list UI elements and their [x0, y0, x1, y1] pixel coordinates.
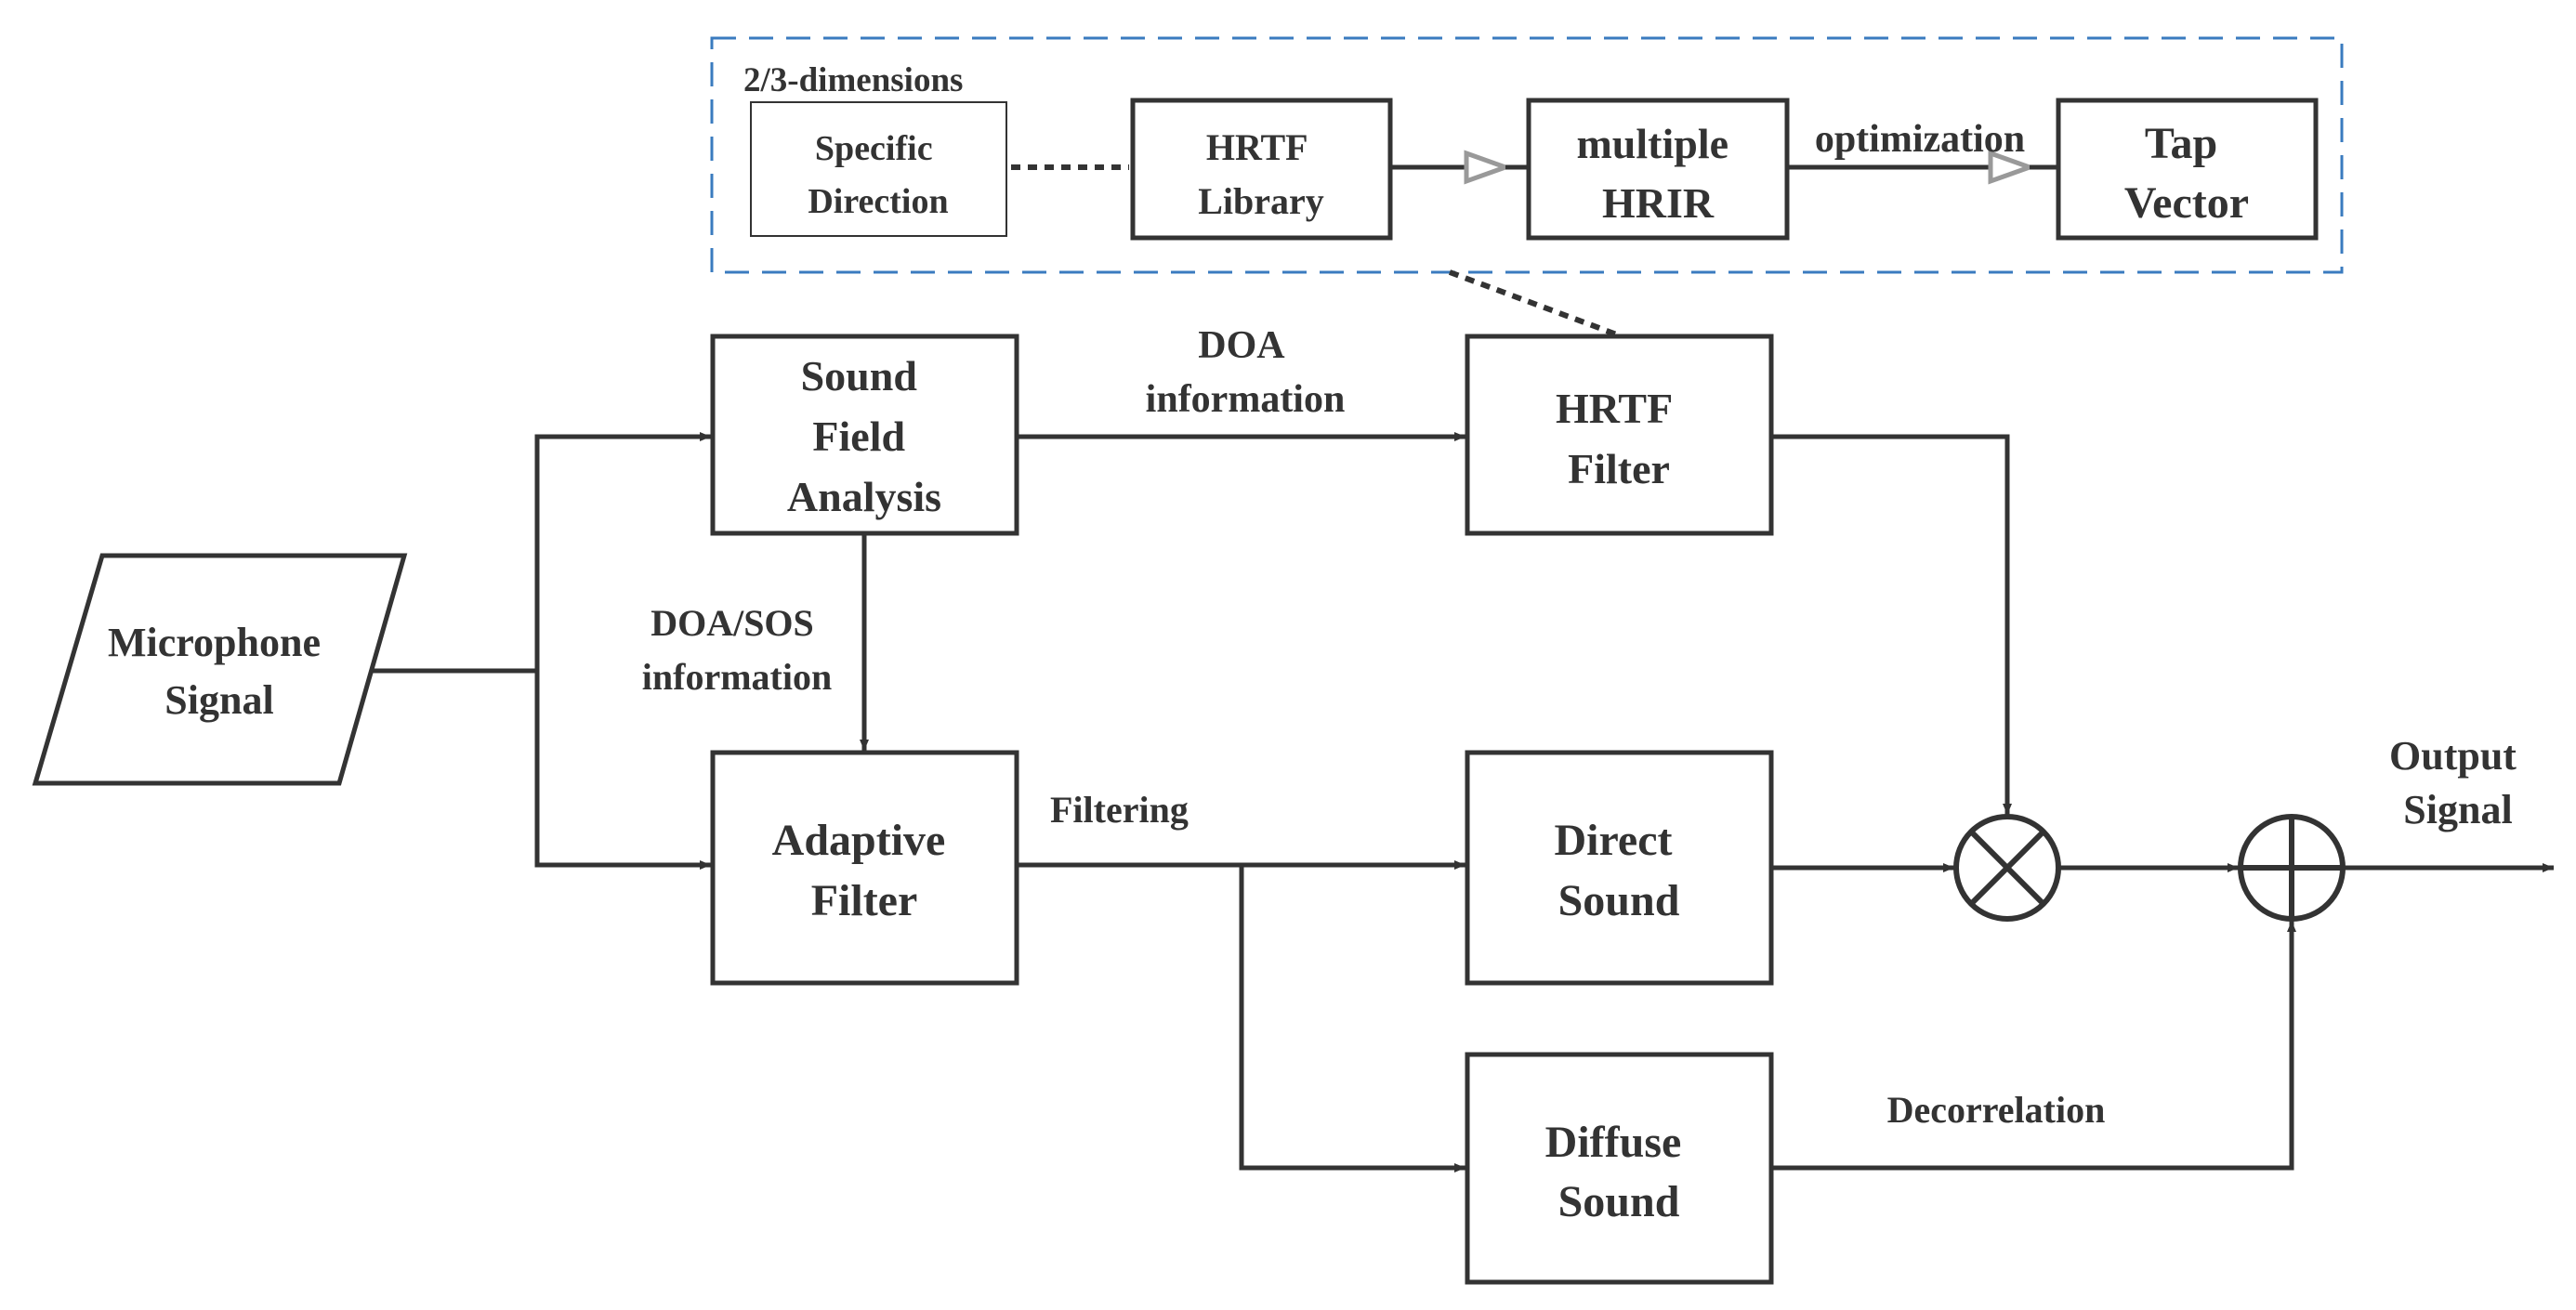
- tap-vector-label-1: Tap: [2145, 119, 2217, 168]
- diffuse-sound-label-1: Diffuse: [1545, 1118, 1682, 1167]
- adaptive-filter-label-1: Adaptive: [772, 816, 946, 865]
- dimensions-group-frame: [710, 36, 2344, 274]
- hrtf-library-label-2: Library: [1198, 180, 1324, 222]
- decorrelation-label: Decorrelation: [1887, 1089, 2106, 1131]
- optimization-label: optimization: [1815, 118, 2025, 161]
- multiple-hrir-label-1: multiple: [1576, 120, 1728, 167]
- svg-text:DOA information: DOA information: [1146, 324, 1346, 421]
- direct-sound-block: Direct Sound: [1465, 750, 1774, 986]
- hrtf-library-block: HRTF Library: [1130, 98, 1393, 241]
- adder-node: [2238, 814, 2346, 922]
- output-signal-label-1: Output: [2389, 733, 2517, 779]
- svg-text:Adaptive Filter: Adaptive Filter: [772, 816, 957, 925]
- tap-vector-label-2: Vector: [2124, 178, 2249, 228]
- svg-text:Sound Field Analys: Sound Field Analysis: [787, 352, 941, 520]
- specific-direction-label-1: Specific: [815, 129, 933, 168]
- svg-text:Tap Vector: Tap Vector: [2124, 119, 2249, 228]
- doa-info-label-2: information: [1146, 378, 1346, 421]
- specific-direction-block: Specific Direction: [750, 101, 1007, 237]
- svg-text:Microphone Signal: Microphone Signal: [108, 620, 331, 723]
- direct-sound-label-2: Sound: [1558, 876, 1680, 925]
- hrtf-filter-to-multiplier-arrow: [1771, 434, 2012, 815]
- diffuse-sound-label-2: Sound: [1558, 1177, 1680, 1226]
- svg-text:Diffuse Sound: Diffuse Sound: [1545, 1118, 1693, 1226]
- adaptive-filter-label-2: Filter: [811, 876, 918, 925]
- direct-sound-label-1: Direct: [1554, 816, 1672, 865]
- svg-text:DOA/SOS information: DOA/SOS information: [642, 602, 832, 698]
- split-to-diffuse-arrow: [1239, 865, 1465, 1172]
- microphone-signal-label-2: Signal: [164, 677, 273, 723]
- svg-text:multiple HRIR: multiple HRIR: [1576, 120, 1739, 227]
- sound-field-analysis-label-3: Analysis: [787, 473, 941, 520]
- split-to-adaptive-arrow: [534, 671, 711, 870]
- microphone-signal-label-1: Microphone: [108, 620, 321, 665]
- split-to-analysis-arrow: [534, 432, 711, 671]
- multiple-hrir-block: multiple HRIR: [1526, 98, 1790, 241]
- microphone-signal-block: Microphone Signal: [32, 553, 408, 786]
- hrtf-filter-label-2: Filter: [1568, 445, 1670, 492]
- doa-sos-info-label-1: DOA/SOS: [651, 602, 814, 644]
- hrtf-library-label-1: HRTF: [1206, 126, 1307, 168]
- doa-sos-info-label-2: information: [642, 656, 832, 698]
- output-signal-label-2: Signal: [2403, 787, 2512, 832]
- hrtf-filter-block: HRTF Filter: [1465, 334, 1774, 536]
- library-to-hrir-hollow-arrow: [1464, 150, 1513, 185]
- tap-vector-block: Tap Vector: [2056, 98, 2319, 241]
- multiplier-node: [1953, 814, 2061, 922]
- hrtf-filter-label-1: HRTF: [1556, 385, 1671, 432]
- sound-field-analysis-label-1: Sound: [801, 352, 918, 400]
- diffuse-sound-block: Diffuse Sound: [1465, 1052, 1774, 1285]
- dimensions-group-label: 2/3-dimensions: [743, 61, 963, 99]
- svg-text:Direct Sound: Direct Sound: [1554, 816, 1683, 925]
- hrir-to-tap-hollow-arrow: [1988, 150, 2037, 185]
- svg-text:Specific Direction: Specific Direction: [808, 129, 948, 221]
- svg-text:HRTF Library: HRTF Library: [1198, 126, 1324, 222]
- svg-text:Output Signal: Output Signal: [2389, 733, 2527, 832]
- svg-text:HRTF Filter: HRTF Filter: [1556, 385, 1682, 492]
- filtering-label: Filtering: [1050, 789, 1189, 831]
- doa-info-label-1: DOA: [1198, 324, 1285, 367]
- sound-field-analysis-label-2: Field: [812, 413, 905, 460]
- adaptive-filter-block: Adaptive Filter: [710, 750, 1019, 986]
- multiple-hrir-label-2: HRIR: [1602, 179, 1715, 227]
- sound-field-analysis-block: Sound Field Analysis: [710, 334, 1019, 536]
- specific-direction-label-2: Direction: [808, 182, 948, 221]
- group-to-hrtf-filter-dotted-link: [1448, 269, 1623, 339]
- diffuse-to-adder-arrow: [1771, 921, 2296, 1171]
